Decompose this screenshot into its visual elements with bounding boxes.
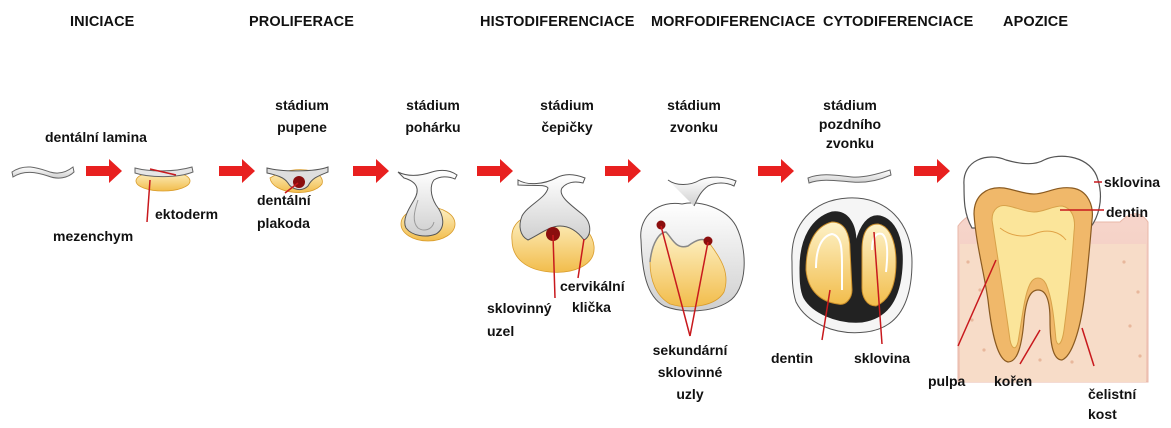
label-enamel-knot-line2: uzel <box>487 323 552 340</box>
arrow-6 <box>758 159 794 183</box>
label-pulp: pulpa <box>928 373 965 390</box>
arrow-3 <box>353 159 389 183</box>
stage-label-cap2-line1: stádium <box>525 97 609 114</box>
stage-label-late-bell: stádium pozdního zvonku <box>808 97 892 152</box>
stage-label-bell-line2: zvonku <box>652 119 736 136</box>
label-mezenchym: mezenchym <box>53 228 133 245</box>
stage-label-cap-line1: stádium <box>391 97 475 114</box>
cap-stage-shape <box>398 170 457 241</box>
label-cervical-loop-line1: cervikální <box>560 278 625 295</box>
label-placode: dentální plakoda <box>257 192 311 232</box>
stage-label-late-bell-line1: stádium <box>808 97 892 114</box>
label-enamel-bell: sklovina <box>854 350 910 367</box>
label-secondary-knots-line3: uzly <box>640 386 740 403</box>
stage-label-dental-lamina: dentální lamina <box>45 129 147 146</box>
arrow-4 <box>477 159 513 183</box>
label-root: kořen <box>994 373 1032 390</box>
stage-label-bell: stádium zvonku <box>652 97 736 136</box>
late-bell-shape <box>792 170 912 333</box>
arrow-1 <box>86 159 122 183</box>
stage-label-late-bell-line2: pozdního <box>808 116 892 133</box>
label-enamel-tooth: sklovina <box>1104 174 1160 191</box>
label-secondary-knots-line1: sekundární <box>640 342 740 359</box>
stage-label-cap: stádium pohárku <box>391 97 475 136</box>
label-jaw-bone: čelistní kost <box>1088 386 1136 423</box>
stage-label-cap-line2: pohárku <box>391 119 475 136</box>
label-secondary-knots-line2: sklovinné <box>640 364 740 381</box>
label-enamel-knot-line1: sklovinný <box>487 300 552 317</box>
label-placode-line2: plakoda <box>257 215 311 232</box>
stage-label-cap2-line2: čepičky <box>525 119 609 136</box>
label-cervical-loop-line2: klička <box>560 299 625 316</box>
stage-label-bud-line1: stádium <box>262 97 342 114</box>
label-dentin-bell: dentin <box>771 350 813 367</box>
label-cervical-loop: cervikální klička <box>560 278 625 316</box>
label-secondary-knots: sekundární sklovinné uzly <box>640 342 740 403</box>
arrow-2 <box>219 159 255 183</box>
label-dentin-tooth: dentin <box>1106 204 1148 221</box>
bud-stage-shape <box>267 167 328 193</box>
label-jaw-bone-line2: kost <box>1088 406 1136 423</box>
stage-label-bud: stádium pupene <box>262 97 342 136</box>
stage-label-cap2: stádium čepičky <box>525 97 609 136</box>
label-enamel-knot: sklovinný uzel <box>487 300 552 340</box>
stage-label-bell-line1: stádium <box>652 97 736 114</box>
arrow-5 <box>605 159 641 183</box>
stage-label-bud-line2: pupene <box>262 119 342 136</box>
arrow-7 <box>914 159 950 183</box>
stage-label-late-bell-line3: zvonku <box>808 135 892 152</box>
label-ektoderm: ektoderm <box>155 206 218 223</box>
bell-stage-shape <box>641 177 744 311</box>
initiation-shape <box>135 167 193 191</box>
label-placode-line1: dentální <box>257 192 311 209</box>
label-jaw-bone-line1: čelistní <box>1088 386 1136 403</box>
dental-lamina-shape <box>12 167 74 178</box>
